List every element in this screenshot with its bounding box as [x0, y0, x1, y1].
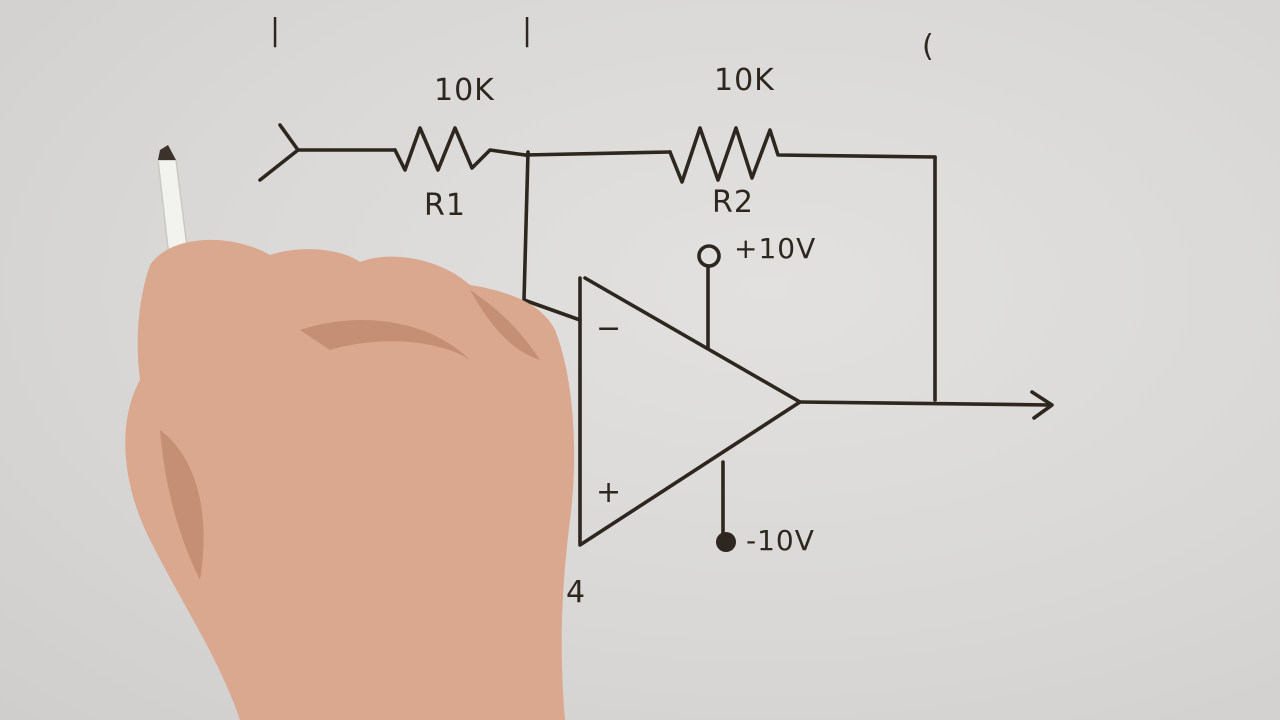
noninverting-input-sign: + — [596, 475, 622, 510]
resistor-r1 — [393, 126, 527, 172]
positive-supply-terminal — [697, 244, 721, 268]
inverting-input-wire — [522, 150, 582, 322]
output-wire — [798, 400, 1052, 407]
stray-mark: 4 — [566, 575, 586, 610]
hand — [125, 239, 575, 720]
tick-mark-left: | — [270, 13, 281, 48]
output-arrow — [1030, 390, 1054, 420]
r1-name-label: R1 — [424, 188, 466, 223]
opamp-triangle — [578, 276, 802, 547]
r2-value-label: 10K — [714, 63, 775, 98]
resistor-r2 — [668, 126, 937, 184]
input-wire-arrow — [258, 123, 300, 182]
tick-mark-middle: | — [522, 13, 533, 48]
node-wire — [523, 150, 672, 157]
positive-supply-label: +10V — [734, 232, 816, 265]
tick-mark-right: ( — [922, 29, 935, 64]
r2-name-label: R2 — [712, 185, 754, 220]
negative-supply-label: -10V — [746, 524, 815, 557]
inverting-input-sign: − — [596, 311, 622, 346]
negative-supply-terminal — [716, 532, 736, 552]
r1-value-label: 10K — [434, 73, 495, 108]
